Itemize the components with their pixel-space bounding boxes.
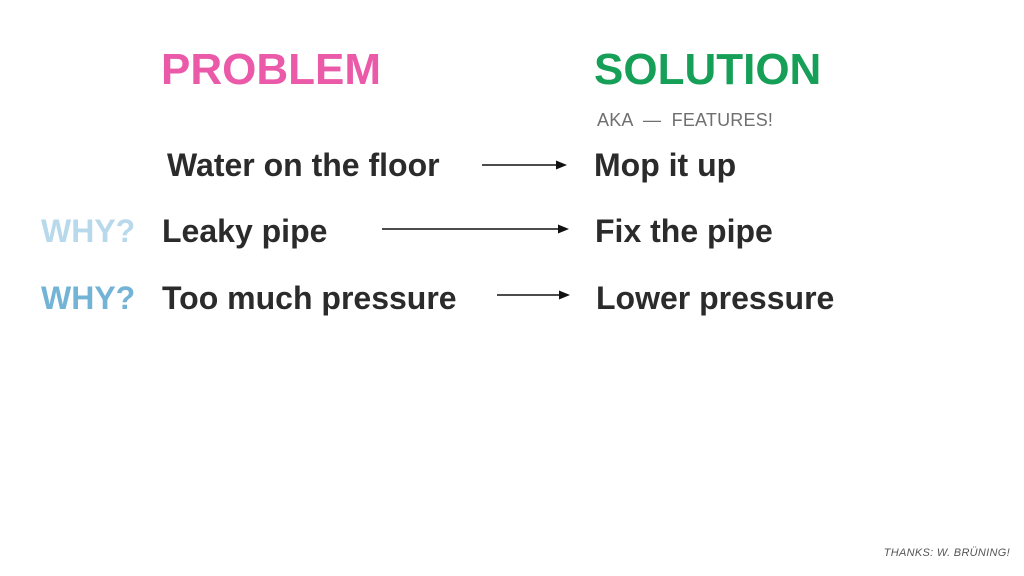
arrow-row-2 bbox=[382, 224, 569, 234]
aka-features-note: AKA — FEATURES! bbox=[597, 110, 774, 130]
problem-water-on-floor: Water on the floor bbox=[167, 147, 440, 183]
arrow-row-1 bbox=[482, 160, 567, 170]
problem-heading: PROBLEM bbox=[161, 45, 381, 94]
credit-note: THANKS: W. BRÜNING! bbox=[883, 547, 1010, 559]
why-label-2: WHY? bbox=[41, 280, 136, 316]
problem-too-much-pressure: Too much pressure bbox=[162, 280, 457, 316]
arrow-row-3 bbox=[497, 290, 570, 300]
solution-heading: SOLUTION bbox=[594, 45, 822, 94]
why-label-1: WHY? bbox=[41, 213, 136, 249]
problem-leaky-pipe: Leaky pipe bbox=[162, 213, 328, 249]
solution-fix-the-pipe: Fix the pipe bbox=[595, 213, 773, 249]
solution-mop-it-up: Mop it up bbox=[594, 147, 737, 183]
solution-lower-pressure: Lower pressure bbox=[596, 280, 835, 316]
